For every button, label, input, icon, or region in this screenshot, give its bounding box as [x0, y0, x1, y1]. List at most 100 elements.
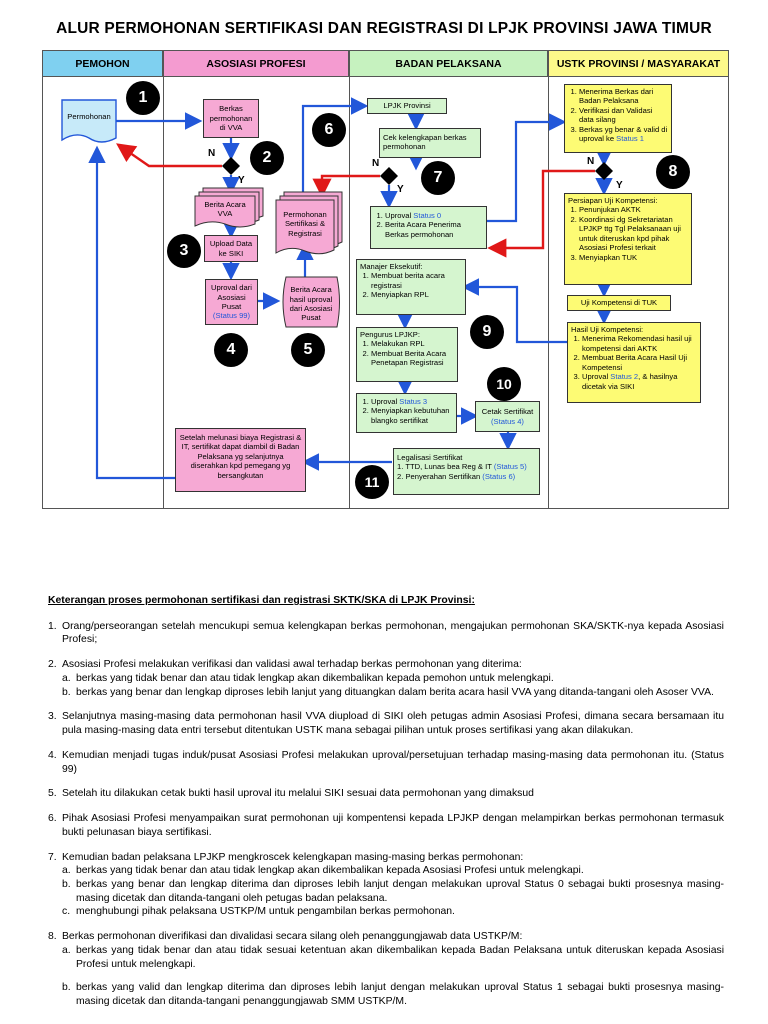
manajer-item: Menyiapkan RPL	[371, 290, 462, 299]
legal-item: 2. Penyerahan Sertifikan (Status 6)	[397, 471, 516, 481]
note-body: Kemudian badan pelaksana LPJKP mengkrosc…	[62, 851, 724, 920]
diagram-title: ALUR PERMOHONAN SERTIFIKASI DAN REGISTRA…	[56, 20, 712, 37]
node-uproval-pusat-label: Uproval dari Asosiasi Pusat	[211, 283, 252, 311]
arrow-setelah-to-permohonan	[88, 145, 175, 480]
notes-heading: Keterangan proses permohonan sertifikasi…	[48, 595, 475, 606]
node-persiapan-uji: Persiapan Uji Kompetensi: Penunjukan AKT…	[564, 193, 692, 285]
status-4-label: (Status 4)	[491, 416, 524, 426]
doc-shape-permohonan-sr	[275, 199, 335, 255]
step-circle-3: 3	[167, 234, 201, 268]
hasil-item: Membuat Berita Acara Hasil Uji Kompetens…	[582, 353, 697, 372]
note-subitem-text: berkas yang tidak benar dan atau tidak s…	[76, 944, 724, 970]
node-uproval-status0: Uproval Status 0 Berita Acara Penerima B…	[370, 206, 487, 249]
pengurus-item: Membuat Berita Acara Penetapan Registras…	[371, 349, 454, 368]
decision-y-label: Y	[238, 175, 245, 186]
blangko-item: Menyiapkan kebutuhan blangko sertifikat	[371, 406, 453, 425]
arrow-hasil-to-manajer	[461, 278, 567, 344]
note-number: 6.	[48, 813, 57, 825]
persiapan-item: Penunjukan AKTK	[579, 205, 688, 214]
arrow-to-ustk	[487, 113, 567, 223]
node-ustk-verifikasi: Menerima Berkas dari Badan Pelaksana Ver…	[564, 84, 672, 153]
lane-header-asosiasi: ASOSIASI PROFESI	[163, 50, 349, 77]
note-body: Pihak Asosiasi Profesi menyampaikan sura…	[62, 812, 724, 839]
note-body: Orang/perseorangan setelah mencukupi sem…	[62, 620, 724, 647]
flow-arrows	[61, 97, 613, 480]
note-subitem-text: berkas yang benar dan lengkap diproses l…	[76, 686, 714, 698]
decision-n-label: N	[208, 148, 216, 159]
note-subitem: c. menghubungi pihak pelaksana USTKP/M un…	[62, 905, 724, 919]
note-subitem: a. berkas yang tidak benar dan atau tidak…	[62, 672, 724, 686]
node-permohonan-sertifikasi: Permohonan Sertifikasi & Registrasi	[283, 209, 327, 238]
node-ba-hasil-uproval: Berita Acara hasil uproval dari Asosiasi…	[289, 285, 333, 323]
persiapan-item: Koordinasi dg Sekretariatan LPJKP ttg Tg…	[579, 215, 688, 253]
step-circle-6: 6	[312, 113, 346, 147]
arrow-reject-to-pemohon	[116, 143, 222, 168]
ba-penerima-item: Berita Acara Penerima Berkas permohonan	[385, 220, 483, 239]
manajer-title: Manajer Eksekutif:	[360, 262, 423, 271]
note-subitem: b. berkas yang benar dan lengkap diproses…	[62, 686, 724, 700]
note-body: Asosiasi Profesi melakukan verifikasi da…	[62, 658, 724, 699]
ustk1-item: Menerima Berkas dari Badan Pelaksana	[579, 87, 668, 106]
node-lpjk-provinsi: LPJK Provinsi	[367, 98, 447, 114]
node-setelah-melunasi: Setelah melunasi biaya Registrasi & IT, …	[175, 428, 306, 492]
pengurus-title: Pengurus LPJKP:	[360, 330, 420, 339]
node-berkas-vva: Berkas permohonan di VVA	[203, 99, 259, 138]
step-circle-2: 2	[250, 141, 284, 175]
note-text: Setelah itu dilakukan cetak bukti hasil …	[62, 788, 534, 800]
decision-n-label: N	[587, 156, 595, 167]
node-uproval-status3: Uproval Status 3 Menyiapkan kebutuhan bl…	[356, 393, 457, 433]
doc-shape-ba-vva	[194, 195, 256, 228]
note-number: 2.	[48, 659, 57, 671]
note-body: Kemudian menjadi tugas induk/pusat Asosi…	[62, 749, 724, 776]
note-subitem-letter: a.	[62, 672, 71, 684]
note-subitem-text: berkas yang tidak benar dan atau tidak l…	[76, 865, 584, 877]
decision-diamond-ustk	[595, 162, 613, 180]
note-text: Pihak Asosiasi Profesi menyampaikan sura…	[62, 813, 724, 838]
decision-diamond-asosiasi	[222, 157, 240, 175]
uproval3-item: Uproval Status 3	[371, 397, 453, 406]
step-circle-1: 1	[126, 81, 160, 115]
persiapan-item: Menyiapkan TUK	[579, 253, 688, 262]
doc-shape-permohonan	[61, 99, 117, 143]
cylinder-shape-ba-hasil	[282, 276, 340, 328]
node-uproval-pusat: Uproval dari Asosiasi Pusat (Status 99)	[205, 279, 258, 325]
note-subitem-letter: a.	[62, 865, 71, 877]
lane-header-ustk: USTK PROVINSI / MASYARAKAT	[548, 50, 729, 77]
step-circle-9: 9	[470, 315, 504, 349]
note-subitem-text: menghubungi pihak pelaksana USTKP/M untu…	[76, 906, 455, 918]
node-upload-siki: Upload Data ke SIKI	[204, 235, 258, 262]
note-subitem-letter: b.	[62, 686, 71, 698]
note-subitem-letter: c.	[62, 906, 71, 918]
note-text: Asosiasi Profesi melakukan verifikasi da…	[62, 659, 522, 671]
note-number: 3.	[48, 711, 57, 723]
lane-header-badan: BADAN PELAKSANA	[349, 50, 548, 77]
note-text: Kemudian badan pelaksana LPJKP mengkrosc…	[62, 851, 524, 863]
decision-n-label: N	[372, 158, 380, 169]
legal-item: 1. TTD, Lunas bea Reg & IT (Status 5)	[397, 462, 527, 472]
note-item: 7.Kemudian badan pelaksana LPJKP mengkro…	[48, 851, 724, 920]
hasil-item: Menerima Rekomendasi hasil uji kompetens…	[582, 334, 697, 353]
uproval0-item: Uproval Status 0	[385, 211, 483, 220]
legalisasi-title: Legalisasi Sertifikat	[397, 453, 463, 462]
note-item: 8.Berkas permohonan diverifikasi dan div…	[48, 930, 724, 1009]
decision-y-label: Y	[616, 180, 623, 191]
node-permohonan: Permohonan	[67, 112, 111, 122]
step-circle-11: 11	[355, 465, 389, 499]
note-subitem-letter: b.	[62, 982, 71, 994]
note-text: Kemudian menjadi tugas induk/pusat Asosi…	[62, 749, 724, 775]
lane-divider	[163, 77, 164, 509]
note-item: 3. Selanjutnya masing-masing data permoho…	[48, 710, 724, 737]
node-legalisasi: Legalisasi Sertifikat 1. TTD, Lunas bea …	[393, 448, 540, 495]
note-item: 5.Setelah itu dilakukan cetak bukti hasi…	[48, 787, 724, 801]
step-circle-5: 5	[291, 333, 325, 367]
step-circle-7: 7	[421, 161, 455, 195]
node-berita-acara-vva: Berita Acara VVA	[204, 199, 246, 218]
cetak-label: Cetak Sertifikat	[481, 407, 534, 417]
note-number: 4.	[48, 749, 57, 761]
note-item: 4. Kemudian menjadi tugas induk/pusat Aso…	[48, 749, 724, 776]
node-pengurus-lpjkp: Pengurus LPJKP: Melakukan RPL Membuat Be…	[356, 327, 458, 382]
persiapan-title: Persiapan Uji Kompetensi:	[568, 196, 658, 205]
note-subitem-text: berkas yang tidak benar dan atau tidak l…	[76, 672, 554, 684]
note-body: Selanjutnya masing-masing data permohona…	[62, 710, 724, 737]
lane-header-pemohon: PEMOHON	[42, 50, 163, 77]
